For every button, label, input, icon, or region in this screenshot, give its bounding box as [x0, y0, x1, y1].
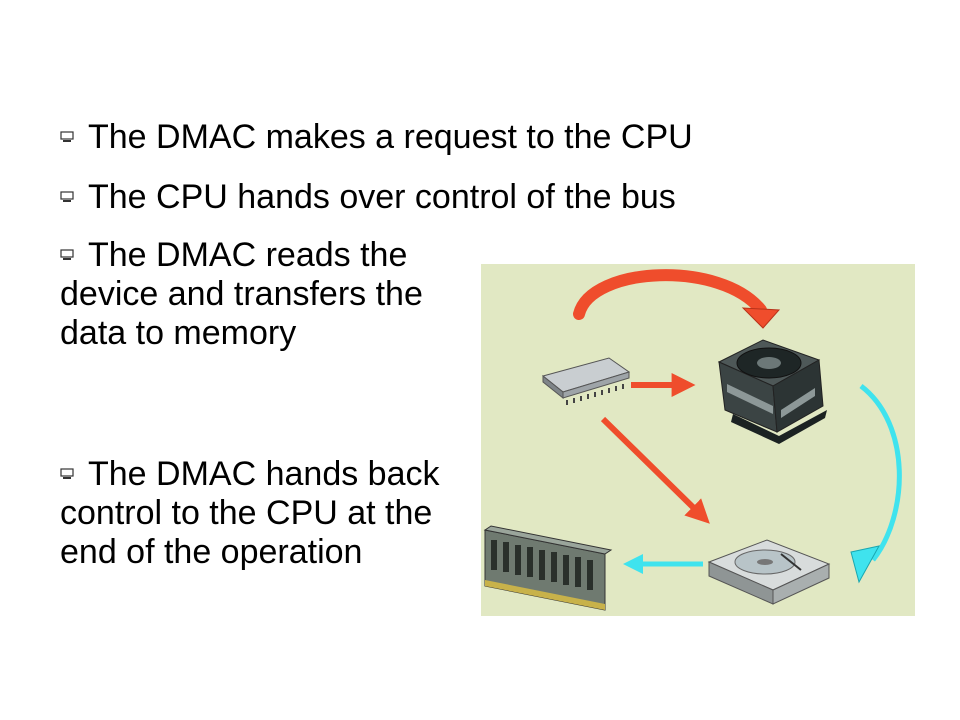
- return-control-arrow: [859, 384, 902, 562]
- dma-controller-chip-icon: [541, 357, 631, 405]
- request-arrow: [573, 269, 767, 320]
- computer-bullet-icon: [60, 191, 74, 203]
- bullet-item: The CPU hands over control of the bus: [60, 178, 920, 217]
- dma-transfer-diagram: [481, 264, 915, 616]
- cpu-socket-icon: [717, 339, 827, 444]
- bullet-text: The DMAC hands back control to the CPU a…: [60, 455, 440, 571]
- computer-bullet-icon: [60, 249, 74, 261]
- computer-bullet-icon: [60, 468, 74, 480]
- hard-disk-icon: [707, 539, 831, 605]
- bullet-item: The DMAC hands back control to the CPU a…: [60, 455, 450, 572]
- memory-module-icon: [483, 525, 613, 611]
- bullet-text: The DMAC makes a request to the CPU: [88, 118, 693, 156]
- request-arrow-head: [741, 307, 781, 329]
- data-transfer-arrow: [600, 416, 710, 524]
- bullet-text: The CPU hands over control of the bus: [88, 178, 676, 216]
- bullet-item: The DMAC makes a request to the CPU: [60, 118, 920, 157]
- return-control-arrow-head: [850, 545, 880, 584]
- bullet-item: The DMAC reads the device and transfers …: [60, 236, 450, 353]
- computer-bullet-icon: [60, 131, 74, 143]
- bullet-text: The DMAC reads the device and transfers …: [60, 236, 423, 352]
